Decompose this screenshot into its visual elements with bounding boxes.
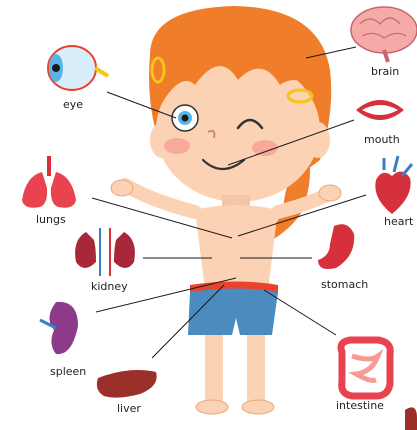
label-spleen: spleen <box>50 366 86 378</box>
label-mouth: mouth <box>364 134 400 146</box>
label-eye: eye <box>63 99 83 111</box>
kidney-icon <box>75 228 135 276</box>
heart-icon <box>375 156 412 214</box>
lungs-icon <box>22 156 76 208</box>
label-stomach: stomach <box>321 279 368 291</box>
label-brain: brain <box>371 66 399 78</box>
liver-icon <box>97 370 157 398</box>
label-liver: liver <box>117 403 141 415</box>
mouth-icon <box>356 100 404 120</box>
spleen-icon <box>40 302 78 354</box>
child-figure <box>111 6 341 414</box>
label-heart: heart <box>384 216 413 228</box>
brain-icon <box>351 7 417 62</box>
label-kidney: kidney <box>91 281 128 293</box>
intestine-icon <box>341 340 390 396</box>
label-intestine: intestine <box>336 400 384 412</box>
stomach-icon <box>318 224 354 269</box>
eye-organ-icon <box>48 46 108 90</box>
label-lungs: lungs <box>36 214 66 226</box>
partial-organ-icon <box>405 407 417 430</box>
